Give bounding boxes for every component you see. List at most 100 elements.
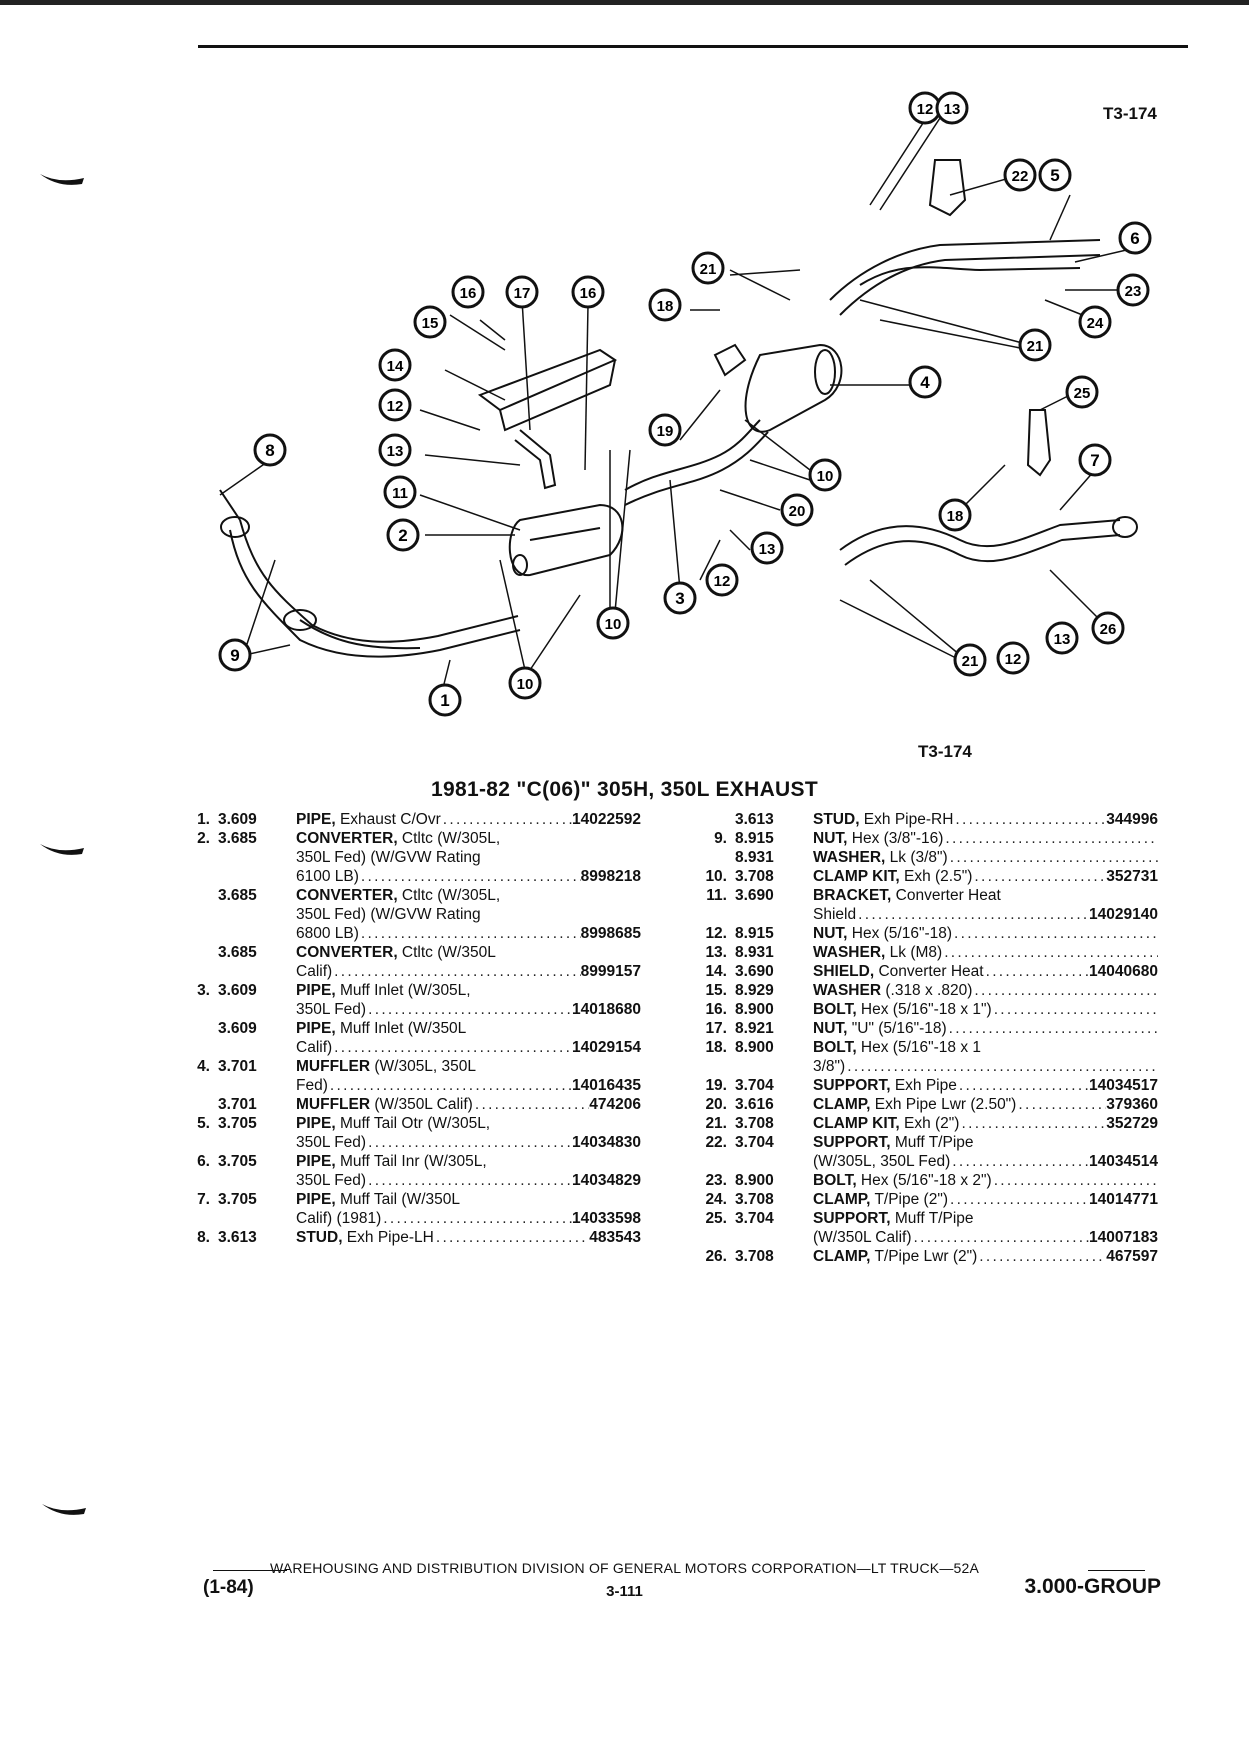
callout-23: 23 — [1116, 273, 1150, 307]
part-number: 14014771 — [1089, 1191, 1158, 1208]
item-number: 5. — [197, 1115, 210, 1132]
part-number: 8998218 — [580, 868, 641, 885]
parts-list-entry: 3.609 PIPE, Muff Inlet (W/350LCalif)14029… — [180, 1019, 641, 1057]
svg-text:14: 14 — [387, 358, 404, 375]
callout-13: 13 — [378, 433, 412, 467]
svg-text:21: 21 — [962, 653, 979, 670]
part-number: 467597 — [1106, 1248, 1158, 1265]
item-number: 13. — [705, 944, 727, 961]
callout-19: 19 — [648, 413, 682, 447]
part-number: 344996 — [1106, 811, 1158, 828]
part-description: SHIELD, Converter Heat14040680 — [813, 962, 1158, 981]
svg-text:9: 9 — [230, 646, 239, 665]
part-number: 14029154 — [572, 1039, 641, 1056]
item-number: 25. — [705, 1210, 727, 1227]
svg-text:8: 8 — [265, 441, 274, 460]
callout-10: 10 — [808, 458, 842, 492]
part-description: PIPE, Exhaust C/Ovr14022592 — [296, 810, 641, 829]
binder-mark — [42, 1504, 86, 1515]
callout-13: 13 — [935, 91, 969, 125]
part-number: 14040680 — [1089, 963, 1158, 980]
header-rule — [198, 45, 1188, 48]
item-number: 22. — [705, 1134, 727, 1151]
callout-12: 12 — [996, 641, 1030, 675]
group-number: 3.704 — [735, 1134, 774, 1151]
part-description: PIPE, Muff Tail Otr (W/305L,350L Fed)140… — [296, 1114, 641, 1152]
group-number: 3.705 — [218, 1115, 257, 1132]
part-description: PIPE, Muff Inlet (W/305L,350L Fed)140186… — [296, 981, 641, 1019]
group-number: 3.690 — [735, 887, 774, 904]
item-number: 23. — [705, 1172, 727, 1189]
svg-text:3: 3 — [675, 589, 684, 608]
part-number: 352729 — [1106, 1115, 1158, 1132]
callout-10: 10 — [596, 606, 630, 640]
svg-text:12: 12 — [714, 573, 731, 590]
figure-ref-bottom: T3-174 — [918, 742, 972, 761]
group-number: 3.701 — [218, 1058, 257, 1075]
svg-text:13: 13 — [1054, 631, 1071, 648]
part-number: 379360 — [1106, 1096, 1158, 1113]
group-number: 3.705 — [218, 1153, 257, 1170]
part-description: SUPPORT, Exh Pipe14034517 — [813, 1076, 1158, 1095]
callout-16: 16 — [451, 275, 485, 309]
group-number: 3.685 — [218, 887, 257, 904]
svg-text:21: 21 — [1027, 338, 1044, 355]
item-number: 8. — [197, 1229, 210, 1246]
callout-6: 6 — [1118, 221, 1152, 255]
item-number: 12. — [705, 925, 727, 942]
svg-text:15: 15 — [422, 315, 439, 332]
group-number: 3.704 — [735, 1210, 774, 1227]
muffler-inlet-pipe-shape — [624, 419, 761, 491]
svg-text:17: 17 — [514, 285, 531, 302]
group-number: 3.609 — [218, 982, 257, 999]
group-number: 3.685 — [218, 830, 257, 847]
svg-text:21: 21 — [700, 261, 717, 278]
part-number: 14034514 — [1089, 1153, 1158, 1170]
group-number: 8.900 — [735, 1001, 774, 1018]
item-number: 4. — [197, 1058, 210, 1075]
callout-2: 2 — [386, 518, 420, 552]
part-number: 14016435 — [572, 1077, 641, 1094]
svg-text:10: 10 — [817, 468, 834, 485]
svg-text:16: 16 — [580, 285, 597, 302]
svg-text:13: 13 — [759, 541, 776, 558]
callout-14: 14 — [378, 348, 412, 382]
group-number: 3.609 — [218, 1020, 257, 1037]
footer-division-line: WAREHOUSING AND DISTRIBUTION DIVISION OF… — [269, 1560, 980, 1576]
svg-text:11: 11 — [392, 485, 408, 502]
group-number: 3.708 — [735, 1191, 774, 1208]
svg-text:16: 16 — [460, 285, 477, 302]
part-number: 14022592 — [572, 811, 641, 828]
part-description: CLAMP KIT, Exh (2.5")352731 — [813, 867, 1158, 886]
callout-7: 7 — [1078, 443, 1112, 477]
parts-list-entry: 5. 3.705 PIPE, Muff Tail Otr (W/305L,350L … — [180, 1114, 641, 1152]
part-description: BOLT, Hex (5/16"-18 x 2") — [813, 1171, 1158, 1190]
svg-text:18: 18 — [947, 508, 964, 525]
tail-pipe-outer-shape — [829, 239, 1101, 301]
item-number: 9. — [714, 830, 727, 847]
part-number: 8999157 — [580, 963, 641, 980]
group-number: 8.915 — [735, 830, 774, 847]
callout-10: 10 — [508, 666, 542, 700]
callout-21: 21 — [953, 643, 987, 677]
part-description: BRACKET, Converter HeatShield14029140 — [813, 886, 1158, 924]
svg-text:5: 5 — [1050, 166, 1059, 185]
